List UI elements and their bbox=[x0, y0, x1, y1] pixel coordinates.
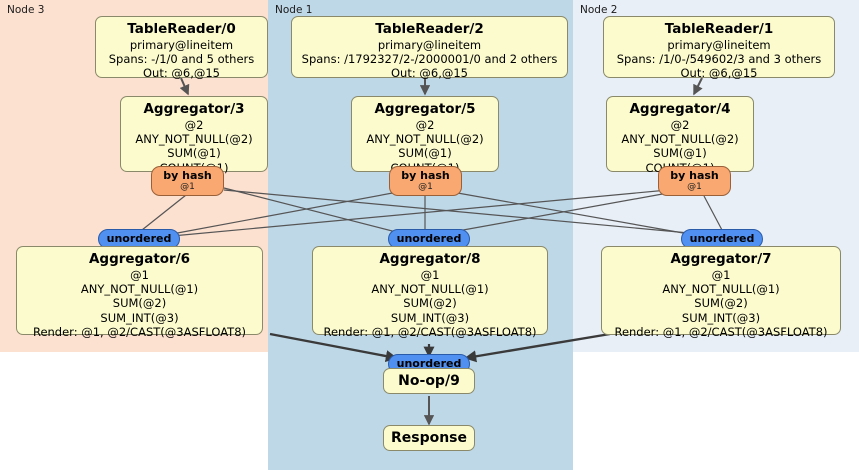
processor-detail-line: Spans: -/1/0 and 5 others bbox=[108, 52, 255, 67]
router-label: unordered bbox=[396, 232, 462, 245]
processor-detail-line: ANY_NOT_NULL(@1) bbox=[80, 282, 199, 297]
processor-detail-line: @2 bbox=[184, 118, 204, 132]
processor-title: No-op/9 bbox=[398, 372, 460, 389]
processor-title: TableReader/2 bbox=[375, 21, 484, 37]
processor-detail-line: Render: @1, @2/CAST(@3ASFLOAT8) bbox=[32, 324, 247, 339]
processor-detail-line: @1 bbox=[711, 268, 731, 282]
processor-detail-line: ANY_NOT_NULL(@1) bbox=[371, 282, 489, 297]
router-label: by hash bbox=[163, 169, 212, 182]
processor-detail-line: @2 bbox=[670, 118, 690, 132]
processor-detail-line: Render: @1, @2/CAST(@3ASFLOAT8) bbox=[323, 324, 537, 339]
processor-detail-line: @1 bbox=[130, 268, 149, 282]
router-by-hash-right[interactable]: by hash @1 bbox=[658, 166, 731, 196]
processor-detail-line: Out: @6,@15 bbox=[391, 66, 468, 81]
router-column: @1 bbox=[180, 182, 195, 192]
processor-detail-line: ANY_NOT_NULL(@2) bbox=[366, 132, 484, 147]
router-unordered-left[interactable]: unordered bbox=[98, 229, 180, 249]
processor-detail-line: SUM(@1) bbox=[167, 146, 221, 161]
processor-aggregator-5[interactable]: Aggregator/5 @2 ANY_NOT_NULL(@2) SUM(@1)… bbox=[351, 96, 499, 175]
processor-title: Aggregator/3 bbox=[143, 101, 245, 117]
router-by-hash-left[interactable]: by hash @1 bbox=[151, 166, 224, 196]
processor-detail-line: Render: @1, @2/CAST(@3ASFLOAT8) bbox=[614, 324, 828, 339]
router-label: unordered bbox=[396, 357, 462, 370]
processor-detail-line: SUM(@2) bbox=[112, 296, 167, 311]
processor-title: Aggregator/6 bbox=[88, 251, 191, 267]
processor-detail-line: Spans: /1792327/2-/2000001/0 and 2 other… bbox=[301, 52, 558, 67]
processor-detail-line: ANY_NOT_NULL(@2) bbox=[621, 132, 739, 147]
processor-detail-line: SUM(@1) bbox=[653, 146, 707, 161]
router-unordered-center[interactable]: unordered bbox=[388, 229, 470, 249]
processor-title: Aggregator/5 bbox=[374, 101, 476, 117]
processor-detail-line: primary@lineitem bbox=[667, 38, 771, 52]
processor-title: TableReader/1 bbox=[664, 21, 774, 37]
processor-detail-line: SUM_INT(@3) bbox=[100, 310, 179, 325]
router-label: by hash bbox=[670, 169, 719, 182]
processor-noop-9[interactable]: No-op/9 bbox=[383, 368, 475, 394]
processor-title: Aggregator/4 bbox=[629, 101, 731, 117]
router-by-hash-center[interactable]: by hash @1 bbox=[389, 166, 462, 196]
processor-detail-line: SUM_INT(@3) bbox=[681, 310, 761, 325]
node-panel-label-node2: Node 2 bbox=[580, 4, 618, 16]
processor-detail-line: @2 bbox=[415, 118, 435, 132]
router-column: @1 bbox=[418, 182, 433, 192]
router-column: @1 bbox=[687, 182, 702, 192]
processor-detail-line: SUM(@1) bbox=[398, 146, 452, 161]
processor-title: Aggregator/7 bbox=[670, 251, 772, 267]
processor-detail-line: ANY_NOT_NULL(@2) bbox=[135, 132, 253, 147]
node-panel-label-node1: Node 1 bbox=[275, 4, 313, 16]
router-label: unordered bbox=[689, 232, 755, 245]
processor-table-reader-1[interactable]: TableReader/1 primary@lineitem Spans: /1… bbox=[603, 16, 835, 81]
processor-aggregator-7[interactable]: Aggregator/7 @1 ANY_NOT_NULL(@1) SUM(@2)… bbox=[601, 246, 841, 339]
processor-detail-line: SUM(@2) bbox=[694, 296, 748, 311]
processor-aggregator-8[interactable]: Aggregator/8 @1 ANY_NOT_NULL(@1) SUM(@2)… bbox=[312, 246, 548, 339]
processor-table-reader-0[interactable]: TableReader/0 primary@lineitem Spans: -/… bbox=[95, 16, 268, 81]
router-label: by hash bbox=[401, 169, 450, 182]
processor-aggregator-6[interactable]: Aggregator/6 @1 ANY_NOT_NULL(@1) SUM(@2)… bbox=[16, 246, 263, 339]
processor-aggregator-3[interactable]: Aggregator/3 @2 ANY_NOT_NULL(@2) SUM(@1)… bbox=[120, 96, 268, 175]
processor-title: TableReader/0 bbox=[127, 21, 236, 37]
processor-aggregator-4[interactable]: Aggregator/4 @2 ANY_NOT_NULL(@2) SUM(@1)… bbox=[606, 96, 754, 175]
processor-detail-line: SUM_INT(@3) bbox=[390, 310, 470, 325]
processor-detail-line: SUM(@2) bbox=[403, 296, 457, 311]
processor-detail-line: @1 bbox=[420, 268, 440, 282]
processor-detail-line: Spans: /1/0-/549602/3 and 3 others bbox=[616, 52, 822, 67]
processor-detail-line: primary@lineitem bbox=[129, 38, 234, 52]
router-label: unordered bbox=[106, 232, 172, 245]
processor-table-reader-2[interactable]: TableReader/2 primary@lineitem Spans: /1… bbox=[291, 16, 568, 81]
processor-detail-line: ANY_NOT_NULL(@1) bbox=[662, 282, 780, 297]
processor-detail-line: Out: @6,@15 bbox=[680, 66, 758, 81]
processor-detail-line: Out: @6,@15 bbox=[143, 66, 220, 81]
processor-title: Aggregator/8 bbox=[379, 251, 481, 267]
processor-title: Response bbox=[390, 429, 468, 446]
node-panel-label-node3: Node 3 bbox=[7, 4, 45, 16]
processor-detail-line: primary@lineitem bbox=[377, 38, 482, 52]
processor-response[interactable]: Response bbox=[383, 425, 475, 451]
